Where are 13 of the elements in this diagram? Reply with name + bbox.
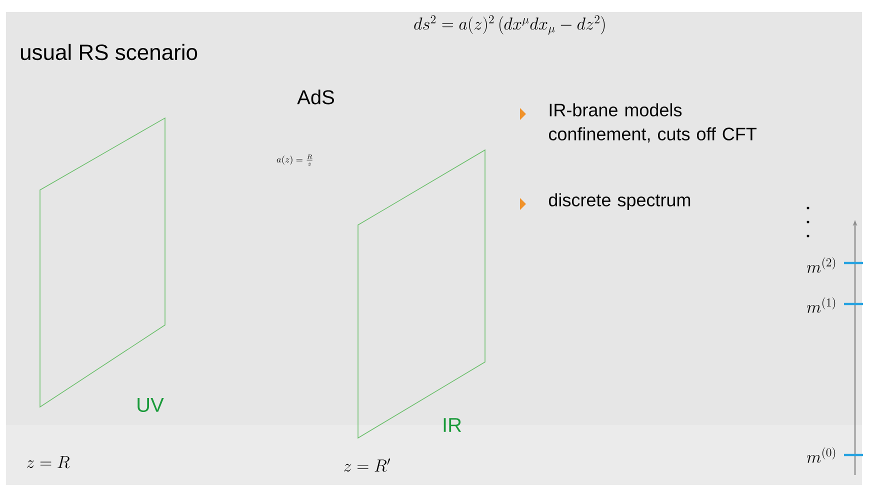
mass-level-label: $m^{(0)}$ [806,447,836,463]
brane-label: UV [138,398,164,412]
mass-level-label: $m^{(1)}$ [806,297,836,313]
brane-label: IR [444,418,462,432]
bullet-text: IR-brane models confinement, cuts off CFT [548,103,757,143]
brane-position-formula: $z = R'$ [344,458,390,472]
bullet-text: discrete spectrum [548,193,690,210]
metric-formula: $ds^2 = a(z)^2 \left(dx^\mu dx_\mu - dz^2\right)$ [414,15,605,35]
slide-title: usual RS scenario [20,44,198,60]
warp-factor-formula: $a(z) = \frac{R}{z}$ [276,154,312,166]
brane-position-formula: $z = R$ [26,456,70,468]
bulk-label: AdS [297,90,334,104]
mass-level-label: $m^{(2)}$ [806,257,836,273]
